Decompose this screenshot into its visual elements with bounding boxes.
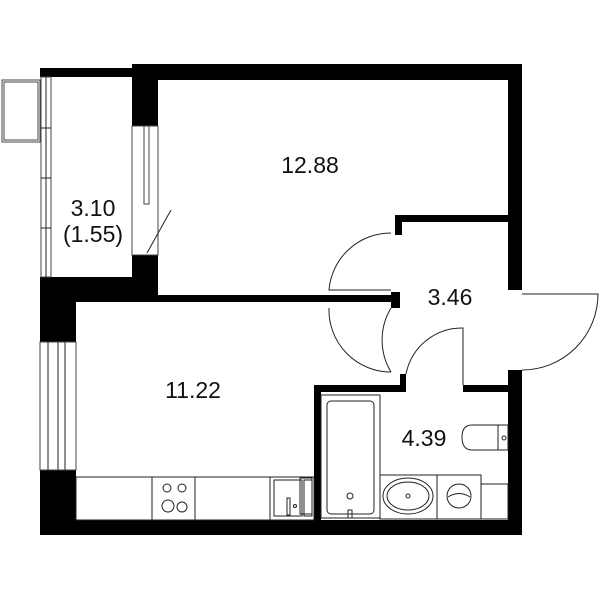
bathroom-door-swing[interactable] [405,327,464,385]
loggia-window [40,76,52,278]
balcony-door [131,125,172,256]
kitchen-window [39,341,77,471]
radiator-icon [299,477,313,515]
washing-machine-icon [436,474,509,520]
kitchen-counter [75,476,315,521]
room-area-bedroom: 12.88 [281,152,339,178]
bathtub-icon [320,394,381,519]
room-area-loggia: 3.10 [71,195,116,221]
stove-icon [161,483,188,513]
room-reduced-area-loggia: (1.55) [63,221,123,247]
loggia-outer-frame-inner [3,81,39,141]
toilet-icon [461,424,509,451]
bedroom-door-swing[interactable] [328,232,392,291]
walls [40,64,522,535]
kitchen-door-swing[interactable] [328,307,392,373]
room-area-kitchen: 11.22 [165,377,221,403]
room-area-hallway: 3.46 [428,284,473,310]
entrance-door-swing[interactable] [521,293,599,371]
room-area-bathroom: 4.39 [402,425,447,451]
washbasin-icon [379,474,438,520]
sink-icon [273,479,313,517]
